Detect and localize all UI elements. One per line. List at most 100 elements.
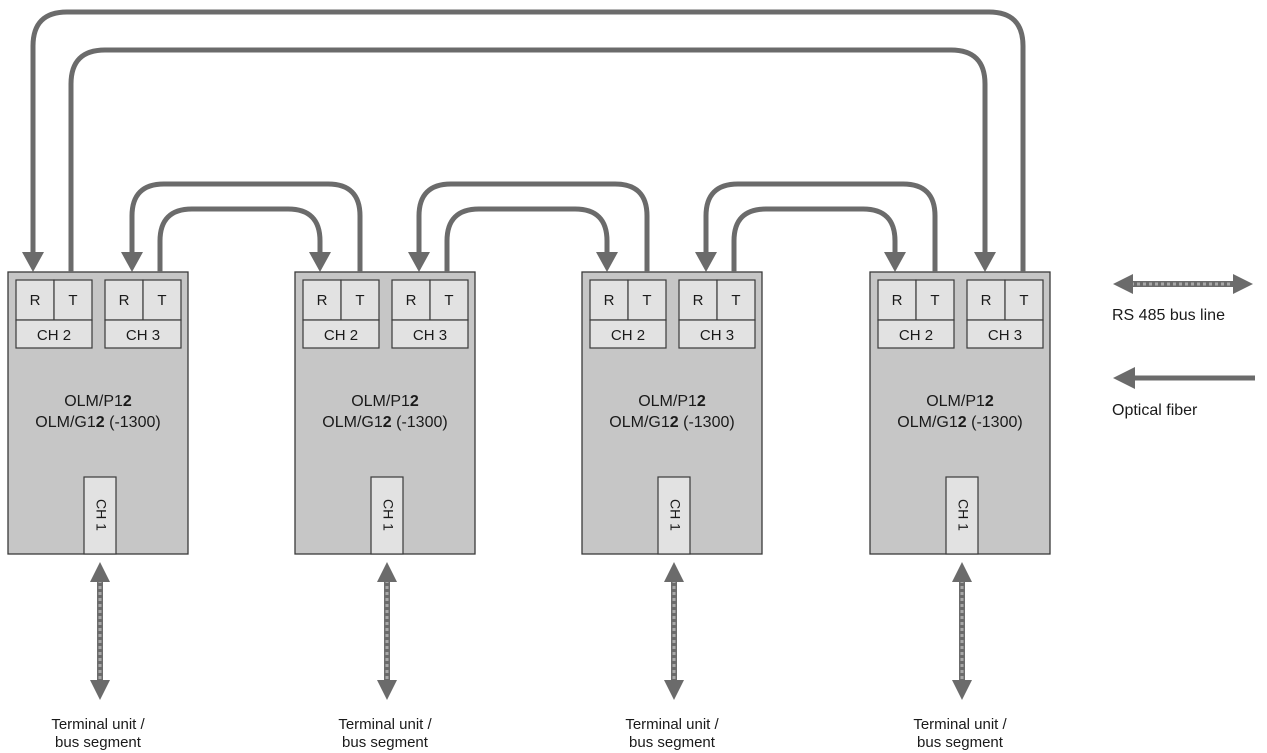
fiber-arrowhead xyxy=(309,252,331,272)
ch1-box xyxy=(945,476,979,555)
fiber-links-layer xyxy=(22,9,1026,272)
channel-1-label: CH 1 xyxy=(955,499,971,531)
fiber-path xyxy=(157,206,323,272)
fiber-link-ch3-to-ch2 xyxy=(444,206,618,272)
channel-label: CH 2 xyxy=(611,327,645,344)
transmit-label: T xyxy=(642,292,651,309)
terminal-label-line1: Terminal unit / xyxy=(913,716,1007,733)
receive-label: R xyxy=(604,292,615,309)
channel-label-box xyxy=(877,319,955,349)
channel-label-box xyxy=(391,319,469,349)
channel-label-box xyxy=(589,319,667,349)
fiber-path xyxy=(30,9,1026,272)
fiber-path xyxy=(703,181,938,272)
rs485-bus-line xyxy=(664,562,684,700)
module-name-line1: OLM/P12 xyxy=(351,393,419,410)
channel-1-label: CH 1 xyxy=(93,499,109,531)
ch1-box xyxy=(370,476,404,555)
fiber-link-ch2-to-ch3 xyxy=(121,181,363,272)
channel-label: CH 2 xyxy=(37,327,71,344)
legend-rs485-symbol xyxy=(1113,274,1253,294)
transmit-label: T xyxy=(68,292,77,309)
channel-label: CH 2 xyxy=(899,327,933,344)
bus-arrowhead xyxy=(664,680,684,700)
fiber-ring-inner xyxy=(68,47,996,272)
bus-arrowhead xyxy=(90,562,110,582)
module-name-line1: OLM/P12 xyxy=(64,393,132,410)
receive-port-box xyxy=(391,279,431,321)
module-name-line2: OLM/G12 (-1300) xyxy=(35,414,160,431)
terminal-label-line1: Terminal unit / xyxy=(51,716,145,733)
receive-label: R xyxy=(892,292,903,309)
bus-lines-layer xyxy=(90,562,972,700)
channel-label: CH 2 xyxy=(324,327,358,344)
fiber-arrowhead xyxy=(695,252,717,272)
bus-arrowhead xyxy=(377,562,397,582)
channel-label: CH 3 xyxy=(700,327,734,344)
fiber-link-ch2-to-ch3 xyxy=(408,181,650,272)
rs485-bus-line xyxy=(90,562,110,700)
transmit-port-box xyxy=(142,279,182,321)
fiber-arrowhead xyxy=(408,252,430,272)
bus-arrowhead xyxy=(90,680,110,700)
fiber-arrowhead xyxy=(22,252,44,272)
port-ch2: R T CH 2 xyxy=(877,279,955,349)
fiber-ring-outer xyxy=(22,9,1026,272)
fiber-arrowhead xyxy=(974,252,996,272)
fiber-path xyxy=(731,206,898,272)
legend-fiber-symbol xyxy=(1113,367,1255,389)
fiber-path xyxy=(129,181,363,272)
terminal-label-line1: Terminal unit / xyxy=(338,716,432,733)
transmit-port-box xyxy=(627,279,667,321)
rs485-bus-line xyxy=(377,562,397,700)
channel-label-box xyxy=(104,319,182,349)
module-name-line2: OLM/G12 (-1300) xyxy=(322,414,447,431)
fiber-path xyxy=(444,206,610,272)
receive-label: R xyxy=(30,292,41,309)
terminal-label-line2: bus segment xyxy=(55,734,142,751)
transmit-label: T xyxy=(930,292,939,309)
channel-1-label: CH 1 xyxy=(667,499,683,531)
port-ch2: R T CH 2 xyxy=(589,279,667,349)
bus-arrowhead xyxy=(664,562,684,582)
transmit-label: T xyxy=(157,292,166,309)
module-name-line1: OLM/P12 xyxy=(926,393,994,410)
transmit-label: T xyxy=(355,292,364,309)
port-ch1: CH 1 xyxy=(370,476,404,555)
fiber-path xyxy=(68,47,988,272)
fiber-arrowhead xyxy=(596,252,618,272)
bus-arrowhead xyxy=(952,562,972,582)
legend-fiber-label: Optical fiber xyxy=(1112,402,1198,419)
channel-label: CH 3 xyxy=(126,327,160,344)
fiber-link-ch3-to-ch2 xyxy=(731,206,906,272)
bus-arrowhead xyxy=(377,680,397,700)
channel-label-box xyxy=(966,319,1044,349)
bus-arrowhead xyxy=(1113,274,1133,294)
terminal-label-line1: Terminal unit / xyxy=(625,716,719,733)
fiber-arrowhead xyxy=(121,252,143,272)
transmit-label: T xyxy=(731,292,740,309)
transmit-port-box xyxy=(429,279,469,321)
module-name-line2: OLM/G12 (-1300) xyxy=(609,414,734,431)
module-name-line1: OLM/P12 xyxy=(638,393,706,410)
receive-label: R xyxy=(693,292,704,309)
channel-label: CH 3 xyxy=(988,327,1022,344)
port-ch1: CH 1 xyxy=(945,476,979,555)
fiber-link-ch2-to-ch3 xyxy=(695,181,938,272)
channel-label-box xyxy=(302,319,380,349)
fiber-path xyxy=(416,181,650,272)
receive-label: R xyxy=(406,292,417,309)
legend-rs485-label: RS 485 bus line xyxy=(1112,307,1225,324)
transmit-label: T xyxy=(1019,292,1028,309)
fiber-arrowhead xyxy=(1113,367,1135,389)
fiber-arrowhead xyxy=(884,252,906,272)
